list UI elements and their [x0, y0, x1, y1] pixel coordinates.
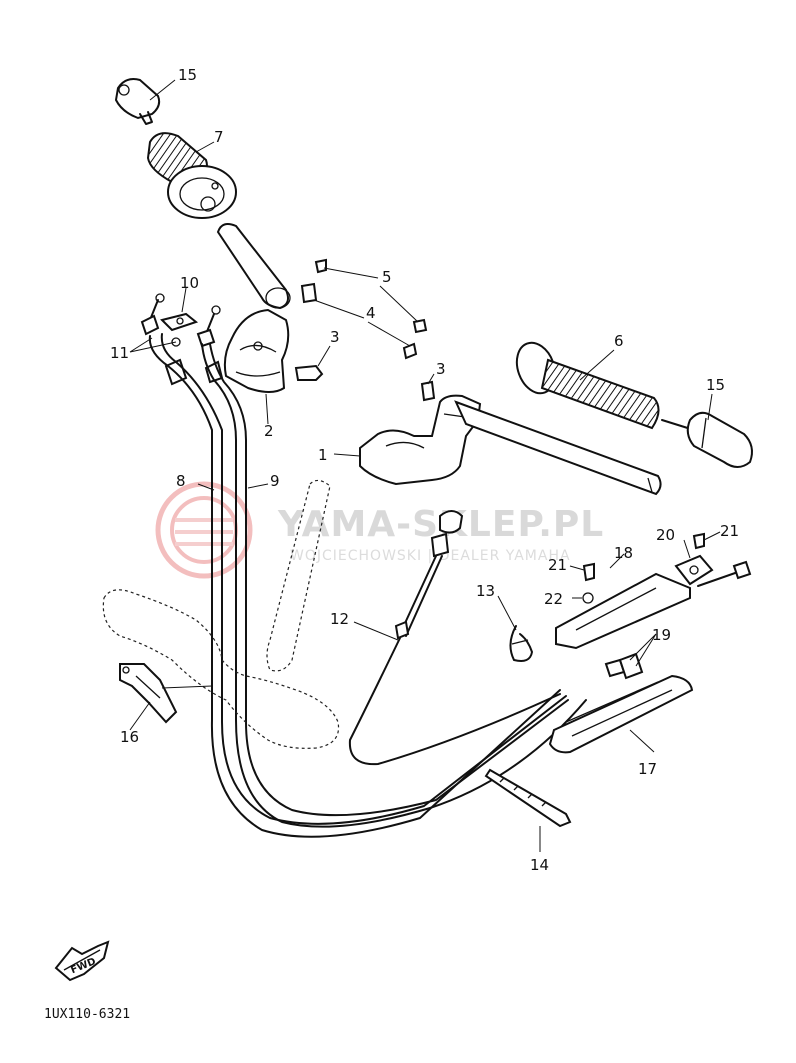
callout-19: 19: [652, 626, 671, 644]
callout-7: 7: [214, 128, 224, 146]
watermark-logo: [155, 481, 253, 579]
cable-joint-plate: [160, 312, 199, 332]
cable-holder-lower: [548, 674, 694, 754]
callout-21-right: 21: [720, 522, 739, 540]
bar-end-weight-left: [114, 78, 161, 125]
callout-11: 11: [110, 344, 129, 362]
callout-6: 6: [614, 332, 624, 350]
handlebar: [359, 394, 662, 496]
callout-14: 14: [530, 856, 549, 874]
screws-and-washer: [582, 532, 705, 604]
callout-22: 22: [544, 590, 563, 608]
bracket-plate: [674, 554, 752, 587]
diagram-code: 1UX110-6321: [44, 1007, 130, 1022]
screws: [294, 258, 436, 402]
cable-guide-bracket: [119, 663, 213, 724]
callout-16: 16: [120, 728, 139, 746]
forward-arrow-icon: FWD: [54, 940, 110, 982]
cable-adjuster-pair: [604, 652, 644, 680]
cable-clamp: [509, 625, 533, 662]
callout-18: 18: [614, 544, 633, 562]
throttle-housing: [223, 308, 290, 393]
callout-9: 9: [270, 472, 280, 490]
callout-3-left: 3: [330, 328, 340, 346]
throttle-tube: [216, 223, 291, 310]
callout-8: 8: [176, 472, 186, 490]
callout-21-left: 21: [548, 556, 567, 574]
callout-labels: 15 7 10 11 5 4 3 3 2 1 6 15 8 9 12 13 14…: [110, 66, 739, 874]
watermark-tagline: WOJCIECHOWSKI | DEALER YAMAHA: [290, 548, 571, 564]
throttle-grip: [146, 132, 237, 219]
callout-13: 13: [476, 582, 495, 600]
callout-17: 17: [638, 760, 657, 778]
callout-4: 4: [366, 304, 376, 322]
callout-5: 5: [382, 268, 392, 286]
bar-end-weight-right: [661, 411, 753, 468]
grip-right: [515, 341, 660, 430]
callout-12: 12: [330, 610, 349, 628]
callout-20: 20: [656, 526, 675, 544]
throttle-cables: [148, 333, 587, 838]
callout-2: 2: [264, 422, 274, 440]
callout-15-right: 15: [706, 376, 725, 394]
choke-cable: [348, 510, 561, 766]
cable-holder-upper: [555, 572, 691, 650]
cable-band: [484, 768, 572, 828]
frame-outline: [102, 479, 340, 749]
callout-1: 1: [318, 446, 328, 464]
leader-lines: [129, 79, 721, 852]
callout-10: 10: [180, 274, 199, 292]
callout-15-top: 15: [178, 66, 197, 84]
callout-3-right: 3: [436, 360, 446, 378]
